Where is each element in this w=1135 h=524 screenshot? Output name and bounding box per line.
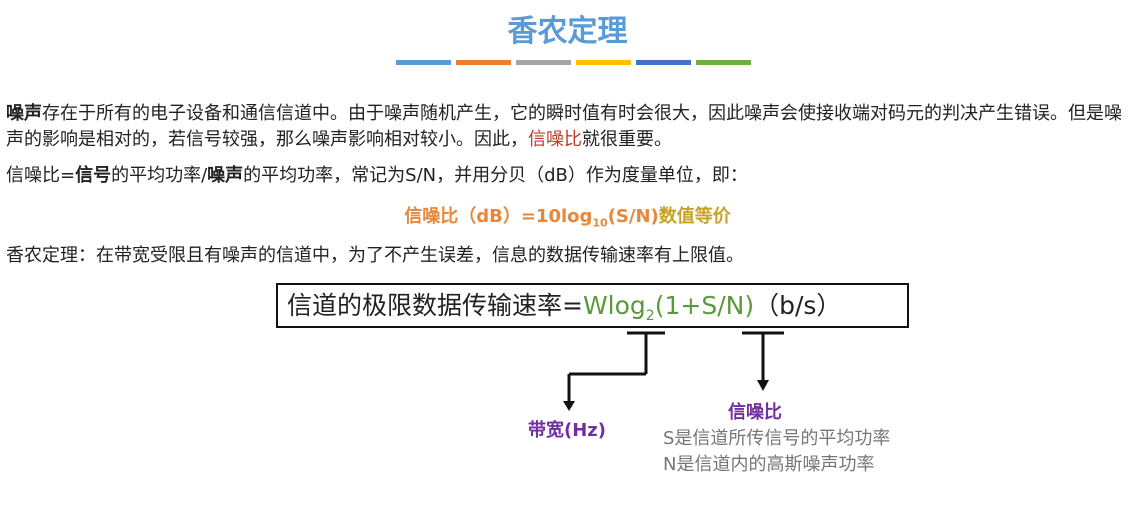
snr-definition: 信噪比=信号的平均功率/噪声的平均功率，常记为S/N，并用分贝（dB）作为度量单…: [6, 163, 1131, 189]
divider-segment: [516, 60, 571, 65]
snr-db-expression: 信噪比（dB）=10log: [404, 206, 593, 227]
divider-segment: [456, 60, 511, 65]
divider-segment: [576, 60, 631, 65]
noise-term: 噪声: [6, 103, 42, 124]
shannon-formula-box: 信道的极限数据传输速率=Wlog2(1+S/N)（b/s）: [276, 283, 909, 328]
log-base: 2: [645, 308, 655, 324]
color-divider: [396, 60, 751, 65]
s-note: S是信道所传信号的平均功率: [663, 428, 891, 449]
snr-def-text: 的平均功率，常记为S/N，并用分贝（dB）作为度量单位，即：: [243, 165, 748, 186]
bandwidth-label: 带宽(Hz): [528, 420, 606, 441]
snr-def-text: 的平均功率/: [111, 165, 208, 186]
arrowhead: [757, 380, 769, 391]
divider-segment: [696, 60, 751, 65]
noise-text-b: 就很重要。: [582, 129, 672, 150]
snr-highlight: 信噪比: [528, 129, 582, 150]
page-title: 香农定理: [507, 14, 628, 49]
log-base: 10: [592, 216, 608, 230]
snr-term: (1+S/N): [654, 291, 755, 320]
noise-paragraph: 噪声存在于所有的电子设备和通信信道中。由于噪声随机产生，它的瞬时值有时会很大，因…: [6, 101, 1131, 153]
formula-label: 信道的极限数据传输速率=: [287, 291, 583, 320]
signal-term: 信号: [75, 165, 112, 186]
snr-ratio: (S/N): [607, 206, 659, 227]
shannon-statement: 香农定理：在带宽受限且有噪声的信道中，为了不产生误差，信息的数据传输速率有上限值…: [6, 245, 744, 266]
n-note: N是信道内的高斯噪声功率: [663, 454, 875, 475]
divider-segment: [636, 60, 691, 65]
divider-segment: [396, 60, 451, 65]
equivalence-note: 数值等价: [658, 206, 731, 227]
noise-term: 噪声: [207, 165, 244, 186]
snr-db-formula: 信噪比（dB）=10log10(S/N)数值等价: [0, 202, 1135, 230]
noise-text-a: 存在于所有的电子设备和通信信道中。由于噪声随机产生，它的瞬时值有时会很大，因此噪…: [6, 103, 1122, 150]
arrowhead: [563, 401, 575, 411]
snr-label: 信噪比: [728, 402, 782, 423]
bandwidth-log: Wlog: [582, 291, 646, 320]
snr-def-text: 信噪比=: [6, 165, 76, 186]
unit-label: （b/s）: [754, 291, 842, 320]
